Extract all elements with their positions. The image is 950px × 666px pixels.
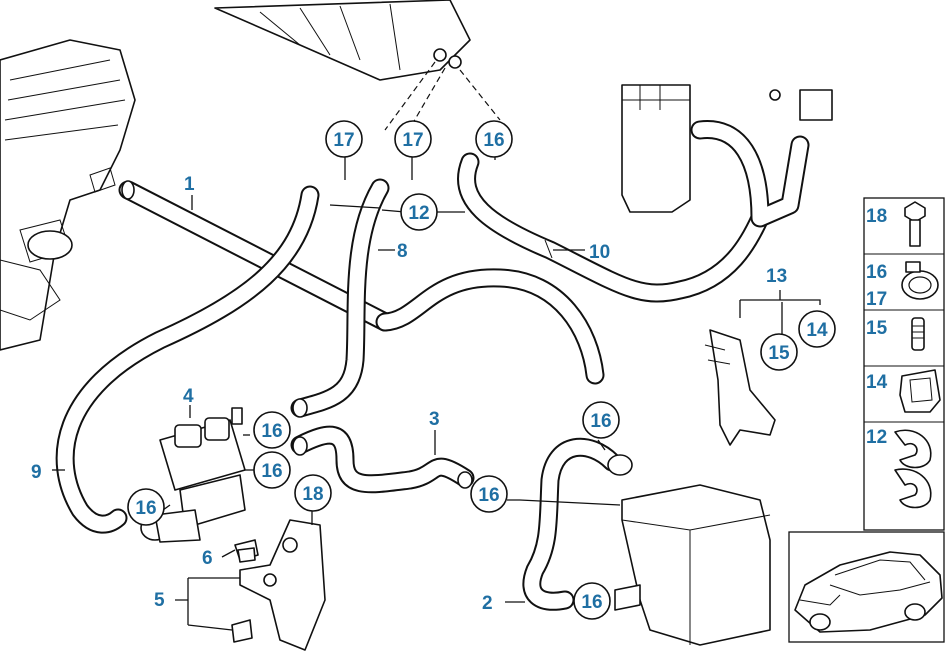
callout-17-right: 17 [394, 120, 432, 158]
legend-14: 14 [866, 372, 888, 393]
svg-text:17: 17 [333, 130, 354, 151]
parts-legend: 18 16 17 15 14 12 [863, 197, 945, 531]
svg-text:18: 18 [302, 484, 323, 505]
callout-13: 13 [766, 266, 787, 287]
callout-12: 12 [400, 193, 438, 231]
svg-text:16: 16 [581, 592, 602, 613]
legend-15: 15 [866, 318, 888, 339]
svg-text:15: 15 [768, 343, 790, 364]
callout-16-hose3: 16 [470, 475, 508, 513]
vehicle-inset [788, 531, 945, 643]
hose-2 [522, 437, 622, 611]
svg-text:12: 12 [408, 203, 429, 224]
svg-text:16: 16 [590, 411, 611, 432]
bulkhead [214, 0, 501, 131]
callout-8: 8 [397, 241, 408, 262]
svg-text:16: 16 [261, 421, 282, 442]
callout-16-valve-lower: 16 [253, 451, 291, 489]
hose-heater-feed [375, 268, 605, 385]
svg-text:17: 17 [402, 130, 423, 151]
callout-16-top: 16 [475, 120, 513, 158]
hose-1 [118, 180, 395, 332]
bracket-13 [704, 329, 776, 446]
svg-text:16: 16 [261, 461, 282, 482]
callout-16-valve-left: 16 [127, 488, 165, 526]
callout-6: 6 [202, 548, 213, 569]
callout-4: 4 [183, 386, 194, 407]
hose-fittings [121, 180, 473, 563]
svg-text:16: 16 [478, 485, 499, 506]
callout-3: 3 [429, 409, 440, 430]
legend-16: 16 [866, 262, 887, 283]
hose-9 [55, 185, 320, 534]
callout-14: 14 [798, 310, 836, 348]
callout-15: 15 [760, 333, 798, 371]
svg-text:16: 16 [135, 498, 156, 519]
hose-8 [290, 178, 390, 418]
legend-18: 18 [866, 206, 887, 227]
hose-clamp-icon [901, 261, 939, 300]
auxiliary-heater [607, 454, 771, 646]
callout-16-valve-upper: 16 [253, 411, 291, 449]
water-valve [140, 407, 246, 543]
callout-16-heater-top: 16 [582, 401, 620, 439]
double-clip-icon [894, 429, 932, 509]
callout-16-hose2: 16 [573, 582, 611, 620]
svg-text:14: 14 [806, 320, 828, 341]
callout-5: 5 [154, 590, 165, 611]
legend-17: 17 [866, 289, 887, 310]
callout-18-bracket: 18 [294, 474, 332, 512]
svg-text:16: 16 [483, 130, 504, 151]
clip-icon [899, 369, 941, 413]
bracket-assembly [231, 519, 326, 651]
legend-12: 12 [866, 427, 887, 448]
hose-3 [290, 425, 475, 494]
callout-10: 10 [589, 242, 610, 263]
engine-block [0, 39, 136, 351]
callout-1: 1 [184, 174, 195, 195]
hose-10 [457, 120, 810, 303]
leader-lines [52, 150, 821, 631]
bolt-icon [904, 201, 926, 247]
callout-9: 9 [31, 462, 42, 483]
callout-2: 2 [482, 593, 493, 614]
callout-17-left: 17 [325, 120, 363, 158]
pin-icon [911, 317, 925, 351]
expansion-tank [621, 84, 833, 213]
